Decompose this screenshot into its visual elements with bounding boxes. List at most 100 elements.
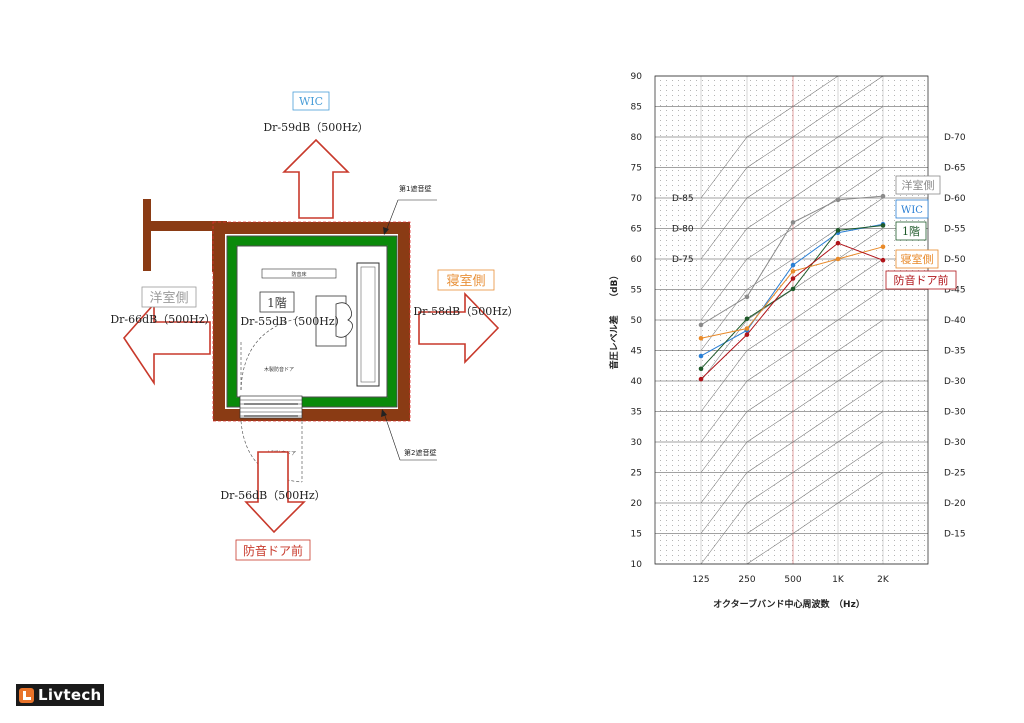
- d-curve-line: [700, 411, 884, 565]
- room-label-right: 寝室側: [446, 273, 485, 289]
- y-tick-label: 40: [631, 377, 643, 387]
- room-box-right: [437, 269, 495, 291]
- series-label: WIC: [901, 205, 923, 216]
- series-point: [744, 326, 750, 331]
- arrow-down: [244, 451, 306, 534]
- d-curve-line: [700, 75, 884, 229]
- y-tick-label: 70: [631, 194, 643, 204]
- d-curve-line: [700, 289, 884, 443]
- right-d-labels: D-70D-65D-60D-55D-50D-45D-40D-35D-30D-30…: [944, 133, 966, 540]
- right-d-label: D-30: [944, 408, 966, 418]
- y-tick-label: 75: [631, 164, 642, 174]
- left-d-label: D-85: [672, 194, 694, 204]
- dr-value-top: Dr-59dB（500Hz）: [263, 121, 368, 134]
- room-label-left: 洋室側: [149, 290, 188, 306]
- right-d-label: D-70: [944, 133, 966, 143]
- wall2-arrowhead: [381, 409, 387, 417]
- arrow-right: [418, 292, 500, 364]
- left-d-label: D-75: [672, 255, 694, 265]
- plot-frame: [654, 75, 929, 565]
- series-point: [744, 332, 750, 337]
- series-point: [835, 256, 841, 262]
- y-tick-label: 30: [631, 438, 643, 448]
- floor-plan: 防音床 木製防音ドア 木製防音ドア 第1遮音壁 第2遮音壁: [110, 91, 519, 561]
- right-d-label: D-35: [944, 347, 966, 357]
- series-point: [790, 220, 796, 225]
- right-d-label: D-55: [944, 225, 966, 235]
- y-axis-label: 音圧レベル差 （dB）: [608, 271, 620, 370]
- wall1-label: 第1遮音壁: [399, 184, 431, 193]
- x-tick-label: 2K: [877, 575, 890, 585]
- d-curve-line: [700, 380, 884, 534]
- d-curve-line: [746, 441, 884, 534]
- series-point: [790, 276, 796, 281]
- room-label-bottom: 防音ドア前: [243, 543, 303, 558]
- series-label: 防音ドア前: [894, 273, 949, 287]
- inner-wall: [227, 236, 397, 407]
- d-curve-line: [700, 319, 884, 473]
- series-point: [698, 322, 704, 328]
- right-d-label: D-65: [944, 164, 966, 174]
- y-tick-label: 60: [631, 255, 643, 265]
- x-tick-label: 1K: [832, 575, 845, 585]
- series-label: 寝室側: [901, 252, 934, 266]
- d-curve-line: [700, 197, 884, 351]
- series-label: 1階: [902, 224, 920, 238]
- inner-door-label: 木製防音ドア: [264, 366, 294, 373]
- room-box-top: [292, 91, 330, 111]
- series-layer: [698, 193, 886, 382]
- series-point: [698, 336, 704, 341]
- chair: [335, 302, 353, 338]
- right-d-label: D-45: [944, 286, 966, 296]
- left-d-label: D-80: [672, 225, 694, 235]
- arrow-left: [122, 301, 211, 386]
- inner-door-swing: [240, 317, 301, 391]
- series-label-box: [895, 175, 941, 195]
- room-label-top: WIC: [299, 95, 323, 108]
- door-threshold: [239, 395, 303, 419]
- series-point: [744, 294, 750, 300]
- y-tick-label: 80: [631, 133, 643, 143]
- d-curve-line: [700, 350, 884, 504]
- series-point: [880, 223, 886, 228]
- right-d-label: D-30: [944, 438, 966, 448]
- y-tick-label: 65: [631, 225, 642, 235]
- d-curve-line: [746, 472, 884, 565]
- y-tick-label: 85: [631, 103, 642, 113]
- series-point: [790, 286, 796, 292]
- d-curve-line: [700, 136, 884, 290]
- inner-wall-edge: [236, 245, 388, 398]
- series-label-box: [895, 221, 927, 241]
- y-tick-label: 20: [631, 499, 643, 509]
- y-tick-label: 35: [631, 408, 642, 418]
- room-box-bottom: [235, 539, 311, 561]
- floor-label-box: [261, 268, 337, 279]
- series-point: [790, 268, 796, 274]
- inner-wall-edge: [226, 235, 398, 408]
- series-point: [698, 353, 704, 359]
- series-point: [835, 228, 841, 233]
- piano-inner: [360, 266, 376, 383]
- dr-value-right: Dr-58dB（500Hz）: [413, 305, 518, 318]
- logo-text: Livtech: [38, 686, 102, 704]
- series-point: [790, 262, 796, 268]
- wall1-leader: [385, 199, 399, 232]
- dr-value-bottom: Dr-56dB（500Hz）: [220, 489, 325, 502]
- extension-wall-stub: [143, 199, 151, 271]
- series-label: 洋室側: [902, 178, 935, 192]
- room-box-center: [259, 291, 295, 313]
- right-d-label: D-20: [944, 499, 966, 509]
- series-point: [744, 316, 750, 322]
- piano: [356, 262, 380, 387]
- d-curve-line: [700, 106, 884, 260]
- y-tick-label: 10: [631, 560, 643, 570]
- dr-value-center: Dr-55dB（500Hz）: [240, 315, 345, 328]
- room-label-center: 1階: [267, 295, 287, 310]
- y-tick-label: 15: [631, 530, 642, 540]
- floor-label: 防音床: [291, 271, 306, 278]
- series-label-box: [885, 270, 957, 290]
- d-curve-line: [700, 258, 884, 412]
